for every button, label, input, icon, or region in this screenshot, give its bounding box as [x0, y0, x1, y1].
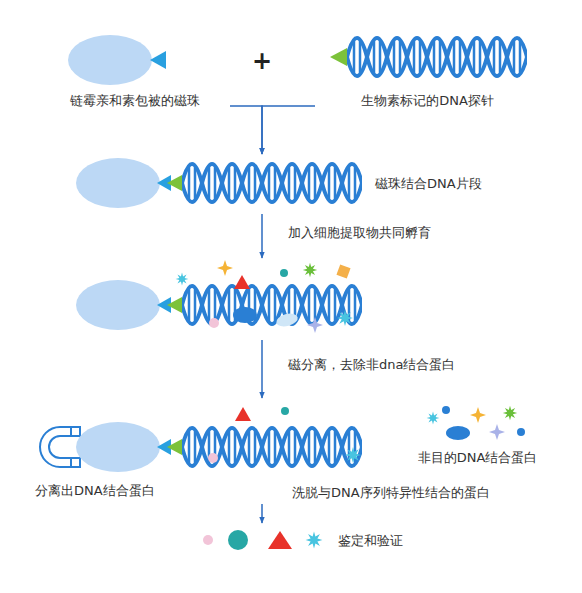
- complex-group: 磁珠结合DNA片段: [70, 158, 480, 210]
- protein-symbol: [233, 307, 257, 323]
- protein-symbol: [427, 412, 440, 425]
- flow-arrow: [230, 106, 262, 154]
- protein-symbol: [336, 264, 350, 278]
- magnetic-bead: [76, 280, 160, 330]
- result-group: 鉴定和验证: [195, 527, 445, 555]
- step-label: 洗脱与DNA序列特异性结合的蛋白: [292, 484, 490, 502]
- plus-sign: +: [247, 47, 277, 75]
- protein-symbol: [489, 424, 505, 440]
- magnetic-bead: [76, 422, 160, 472]
- protein-symbol: [306, 532, 323, 549]
- protein-symbol: [345, 447, 361, 463]
- bead-group: 链霉亲和素包被的磁珠: [40, 30, 230, 112]
- protein-symbol: [235, 407, 251, 421]
- probe-group: 生物素标记的DNA探针: [315, 28, 540, 112]
- protein-symbol: [268, 531, 292, 549]
- flow-arrow: [261, 504, 263, 523]
- biotin-mark: [330, 48, 347, 66]
- protein-symbol: [281, 407, 289, 415]
- protein-symbol: [228, 530, 248, 550]
- protein-symbol: [442, 406, 450, 414]
- dna-helix: [182, 286, 362, 324]
- protein-symbol: [503, 406, 517, 420]
- protein-symbol: [203, 535, 213, 545]
- protein-symbol: [280, 269, 288, 277]
- protein-symbol: [209, 318, 219, 328]
- flow-arrow: [261, 214, 263, 258]
- incubation-group: [70, 262, 400, 336]
- protein-symbol: [337, 310, 353, 326]
- node-caption: 分离出DNA结合蛋白: [35, 482, 155, 500]
- dna-helix: [182, 428, 362, 466]
- protein-symbol: [517, 428, 525, 436]
- protein-symbol: [176, 273, 189, 286]
- step-label: 加入细胞提取物共同孵育: [288, 224, 431, 242]
- protein-symbol: [470, 407, 486, 423]
- flow-arrow: [261, 340, 263, 398]
- protein-symbol: [307, 317, 323, 333]
- node-caption: 磁珠结合DNA片段: [375, 175, 482, 193]
- streptavidin-mark: [150, 51, 166, 69]
- flow-arrow: [262, 106, 315, 154]
- protein-symbol: [208, 453, 218, 463]
- protein-symbol: [217, 260, 233, 276]
- step-label: 磁分离，去除非dna结合蛋白: [288, 356, 455, 374]
- node-caption: 链霉亲和素包被的磁珠: [40, 92, 230, 110]
- biotin-mark: [167, 175, 182, 191]
- nontarget-group: 非目的DNA结合蛋白: [415, 398, 540, 468]
- protein-symbol: [303, 263, 317, 277]
- magnet-symbol: [40, 427, 80, 467]
- dna-helix: [182, 164, 362, 202]
- node-caption: 鉴定和验证: [338, 532, 438, 550]
- magnet-pole: [70, 427, 72, 467]
- protein-symbol: [234, 275, 250, 289]
- dna-helix: [347, 38, 527, 76]
- magnetic-bead: [76, 158, 160, 208]
- biotin-mark: [167, 439, 182, 455]
- biotin-mark: [167, 297, 182, 313]
- protein-symbol: [275, 311, 299, 328]
- node-caption: 非目的DNA结合蛋白: [415, 449, 540, 467]
- magnetic-bead: [68, 35, 152, 85]
- protein-symbol: [446, 426, 470, 440]
- node-caption: 生物素标记的DNA探针: [315, 92, 540, 110]
